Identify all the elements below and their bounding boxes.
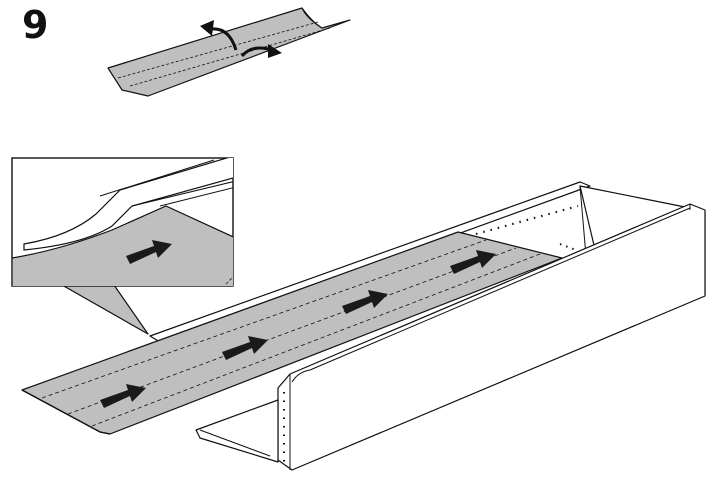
bottom-panel-fold-line <box>67 247 517 415</box>
zoom-panel-fold-line <box>225 276 233 285</box>
panel-upper-lip <box>301 7 323 29</box>
arrow-right-icon <box>450 250 496 274</box>
bottom-panel-edge <box>21 389 111 435</box>
step-number: 9 <box>22 3 49 47</box>
bent-panel <box>107 7 351 97</box>
arrow-right-icon <box>100 384 146 408</box>
arrow-right-icon <box>126 240 172 264</box>
curved-arrow-icon <box>200 20 214 36</box>
drawer-hole-row <box>475 204 579 236</box>
bottom-panel <box>21 231 563 435</box>
zoom-panel <box>12 205 233 286</box>
slide-arrows <box>100 250 496 408</box>
drawer-hole-row <box>559 243 577 251</box>
arrow-right-icon <box>222 336 268 360</box>
drawer-back-rail <box>149 181 591 343</box>
bottom-panel-fold-line <box>91 253 541 427</box>
panel-bending-illustration <box>107 7 351 97</box>
zoom-callout-pointer <box>61 284 149 335</box>
arrow-right-icon <box>342 290 388 314</box>
bottom-panel-fold-line <box>41 239 487 399</box>
drawer-front-lip <box>291 207 691 383</box>
curved-arrow-icon <box>268 44 282 58</box>
zoom-callout <box>11 157 234 335</box>
zoom-rail <box>23 158 233 251</box>
drawer-box <box>149 181 706 471</box>
drawer-left-end <box>195 399 279 463</box>
